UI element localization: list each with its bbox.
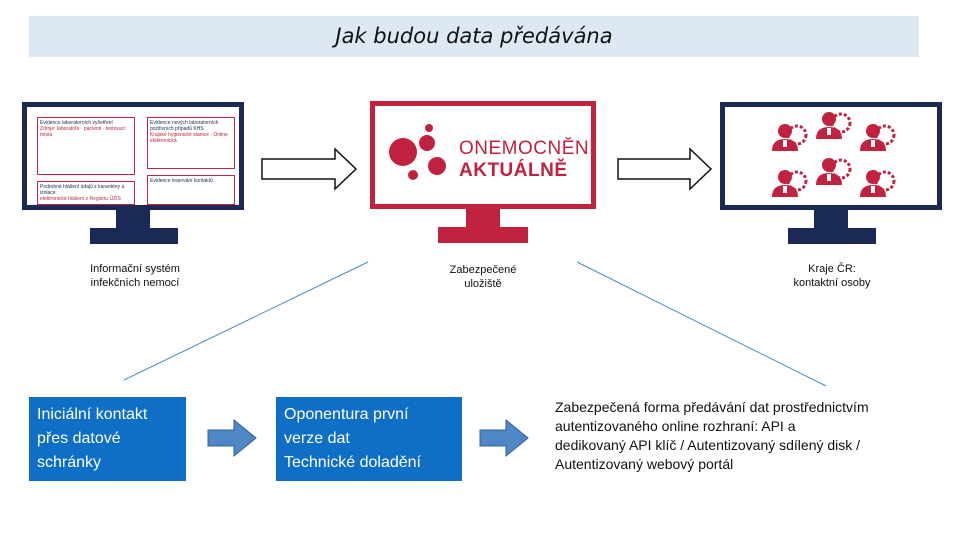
right-monitor-label-line1: Kraje ČR: [762, 262, 902, 276]
right-monitor-label: Kraje ČR: kontaktní osoby [762, 262, 902, 290]
right-monitor-label-line2: kontaktní osoby [762, 276, 902, 290]
arrow-center-to-right-icon [618, 149, 711, 189]
left-monitor-label-line2: infekčních nemocí [60, 276, 210, 290]
opposition-box: Oponentura první verze dat Technické dol… [276, 397, 462, 481]
secure-transfer-description: Zabezpečená forma předávání dat prostřed… [555, 398, 945, 474]
description-line: Autentizovaný webový portál [555, 455, 945, 474]
left-monitor-label: Informační systém infekčních nemocí [60, 262, 210, 290]
center-monitor-label-line1: Zabezpečené [410, 263, 556, 277]
description-line: Zabezpečená forma předávání dat prostřed… [555, 398, 945, 417]
opposition-line: Technické doladění [284, 451, 454, 475]
arrow-step1-to-step2-icon [208, 420, 256, 456]
opposition-line: Oponentura první [284, 403, 454, 427]
initial-contact-line: Iniciální kontakt [37, 403, 178, 427]
initial-contact-line: schránky [37, 451, 178, 475]
opposition-line: verze dat [284, 427, 454, 451]
left-monitor-label-line1: Informační systém [60, 262, 210, 276]
description-line: dedikovaný API klíč / Autentizovaný sdíl… [555, 436, 945, 455]
center-monitor-label-line2: uložiště [410, 277, 556, 291]
center-monitor-label: Zabezpečené uložiště [410, 263, 556, 291]
arrow-step2-to-step3-icon [480, 420, 528, 456]
initial-contact-box: Iniciální kontakt přes datové schránky [29, 397, 186, 481]
description-line: autentizovaného online rozhraní: API a [555, 417, 945, 436]
arrow-left-to-center-icon [262, 149, 356, 189]
initial-contact-line: přes datové [37, 427, 178, 451]
